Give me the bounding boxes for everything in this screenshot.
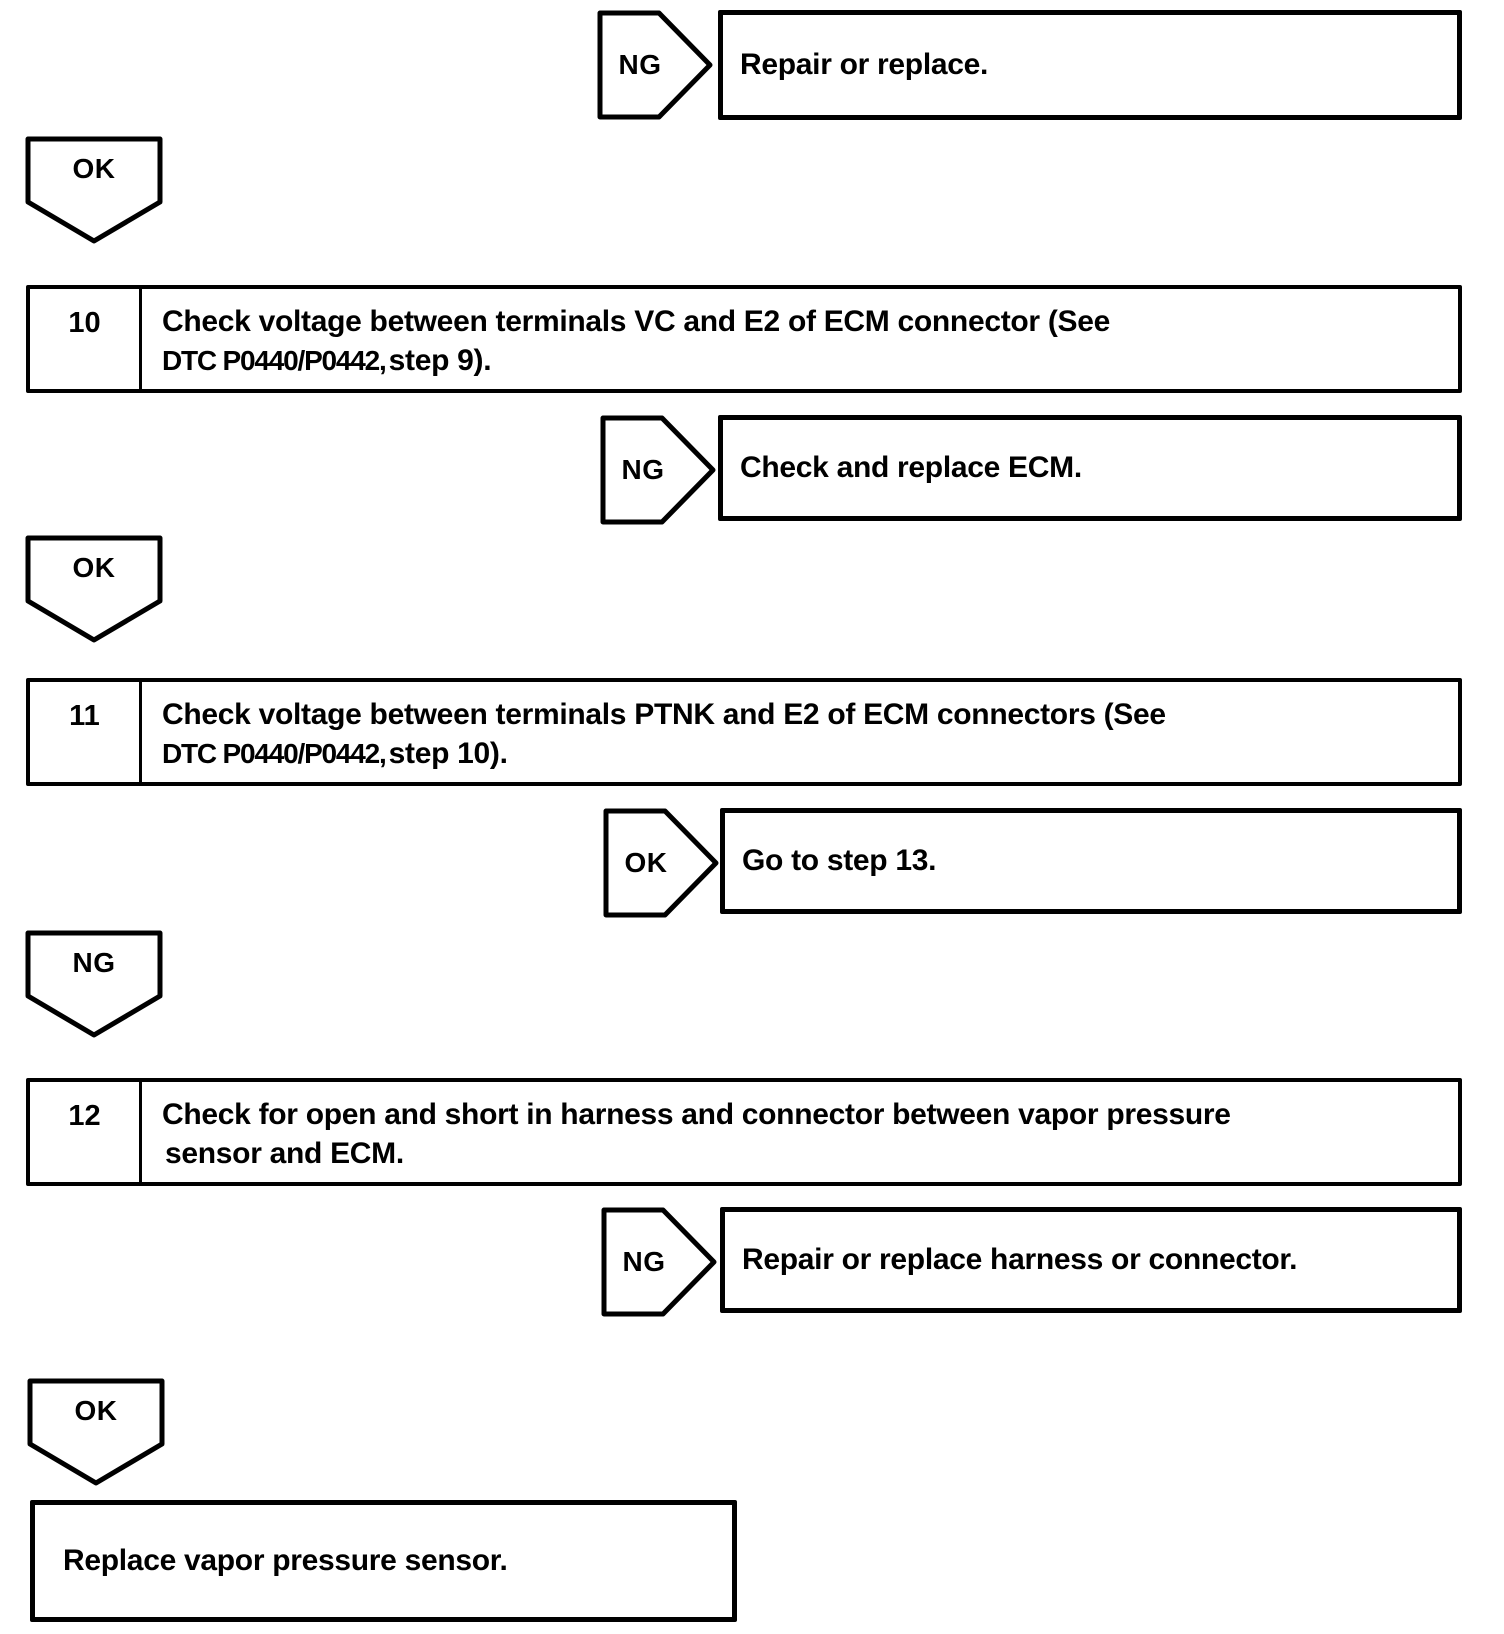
step-instruction: Check for open and short in harness and …	[142, 1082, 1245, 1182]
step-instruction-line2-rest: sensor and ECM.	[165, 1137, 404, 1170]
step-box-10: 10 Check voltage between terminals VC an…	[26, 285, 1462, 393]
action-text: Repair or replace harness or connector.	[742, 1243, 1298, 1276]
connector-label: OK	[74, 1395, 118, 1426]
terminal-text: Replace vapor pressure sensor.	[63, 1544, 508, 1577]
action-text: Go to step 13.	[742, 844, 937, 877]
branch-label: NG	[621, 454, 665, 485]
dtc-reference: DTC P0440/P0442,	[162, 738, 387, 769]
step-instruction-line2-rest: step 9).	[388, 344, 492, 377]
step-instruction-line1: Check voltage between terminals PTNK and…	[162, 698, 1166, 731]
step-instruction-line2: DTC P0440/P0442,step 9).	[162, 341, 1110, 380]
connector-ng-pentagon: NG	[25, 930, 163, 1038]
branch-ng-pentagon: NG	[597, 10, 713, 120]
step-instruction-line2: sensor and ECM.	[162, 1134, 1231, 1173]
step-instruction: Check voltage between terminals PTNK and…	[142, 682, 1180, 782]
step-box-11: 11 Check voltage between terminals PTNK …	[26, 678, 1462, 786]
step-number: 12	[30, 1082, 142, 1182]
branch-ng-pentagon: NG	[601, 1207, 717, 1317]
pentagon-down-icon	[25, 930, 163, 1038]
pentagon-down-icon	[25, 136, 163, 244]
action-box: Go to step 13.	[720, 808, 1462, 914]
connector-label: OK	[72, 153, 116, 184]
terminal-box: Replace vapor pressure sensor.	[30, 1500, 737, 1622]
step-instruction-line2-rest: step 10).	[388, 737, 508, 770]
dtc-reference: DTC P0440/P0442,	[162, 345, 387, 376]
connector-ok-pentagon: OK	[27, 1378, 165, 1486]
pentagon-down-icon	[25, 535, 163, 643]
branch-label: NG	[622, 1246, 666, 1277]
action-box: Repair or replace.	[718, 10, 1462, 120]
step-instruction-line1: Check voltage between terminals VC and E…	[162, 305, 1111, 338]
step-number: 10	[30, 289, 142, 389]
pentagon-right-icon	[597, 10, 713, 120]
action-text: Check and replace ECM.	[740, 451, 1082, 484]
branch-ng-pentagon: NG	[600, 415, 716, 525]
branch-label: OK	[624, 847, 668, 878]
step-number: 11	[30, 682, 142, 782]
pentagon-right-icon	[601, 1207, 717, 1317]
pentagon-right-icon	[603, 808, 719, 918]
step-instruction: Check voltage between terminals VC and E…	[142, 289, 1124, 389]
step-box-12: 12 Check for open and short in harness a…	[26, 1078, 1462, 1186]
connector-ok-pentagon: OK	[25, 136, 163, 244]
branch-label: NG	[618, 49, 662, 80]
action-box: Repair or replace harness or connector.	[720, 1207, 1462, 1313]
connector-ok-pentagon: OK	[25, 535, 163, 643]
pentagon-right-icon	[600, 415, 716, 525]
connector-label: NG	[72, 947, 116, 978]
pentagon-down-icon	[27, 1378, 165, 1486]
action-text: Repair or replace.	[740, 48, 989, 81]
step-instruction-line1: Check for open and short in harness and …	[162, 1098, 1231, 1131]
connector-label: OK	[72, 552, 116, 583]
step-instruction-line2: DTC P0440/P0442,step 10).	[162, 734, 1166, 773]
action-box: Check and replace ECM.	[718, 415, 1462, 521]
branch-ok-pentagon: OK	[603, 808, 719, 918]
